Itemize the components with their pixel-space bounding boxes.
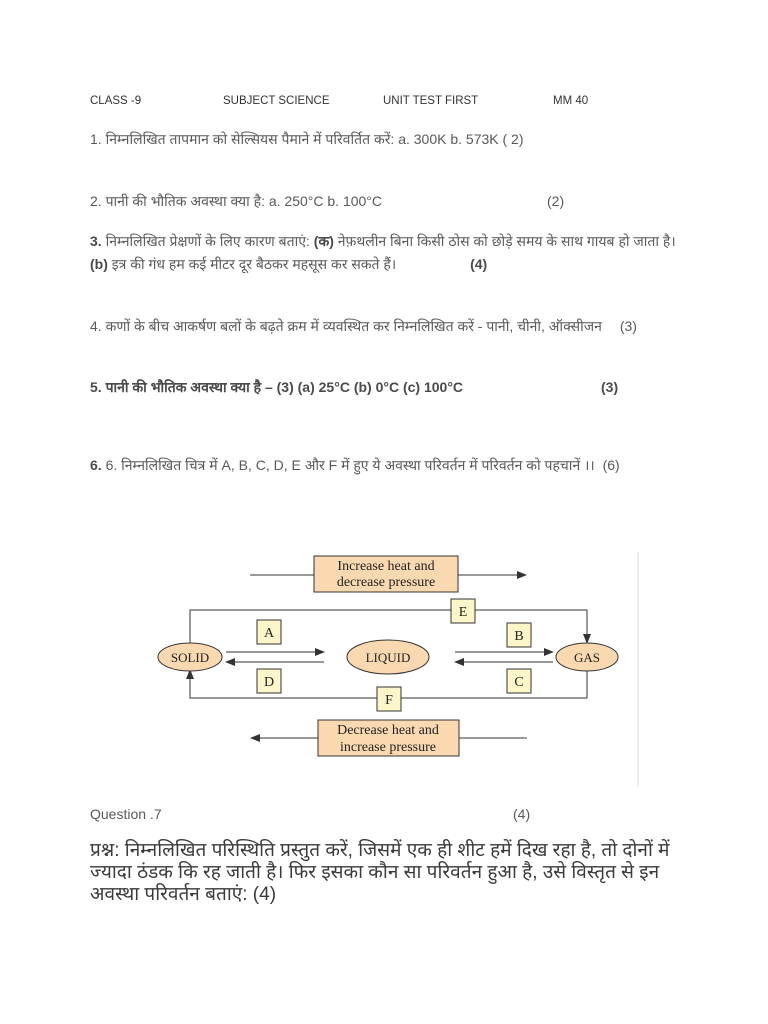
question-4-marks: (3) [619,318,637,334]
box-b-label: B [514,629,523,644]
question-6-marks: (6) [602,457,620,473]
bottom-label-box [317,719,460,757]
class-label: CLASS -9 [90,95,142,107]
box-a-label: A [264,626,275,641]
solid-ellipse [157,642,223,672]
top-label-box [313,555,459,593]
box-d-label: D [264,675,274,690]
top-label-line2: decrease pressure [337,575,435,590]
question-3: 3. निम्नलिखित प्रेक्षणों के लिए कारण बता… [90,230,690,276]
test-label: UNIT TEST FIRST [383,95,479,107]
solid-label: SOLID [171,650,209,665]
e-path [189,609,591,644]
question-6: 6. 6. निम्नलिखित चित्र में A, B, C, D, E… [90,454,690,477]
question-3-number: 3. [90,233,102,249]
gas-label: GAS [574,650,600,665]
question-3-text-a: निम्नलिखित प्रेक्षणों के लिए कारण बताएं: [101,233,314,249]
bottom-label-line1: Decrease heat and [337,723,439,738]
state-change-diagram: Increase heat and decrease pressure E F … [157,555,619,757]
bottom-label-line2: increase pressure [340,740,436,755]
question-6-number: 6. [90,457,102,473]
question-2-text: 2. पानी की भौतिक अवस्था क्या है: a. 250°… [90,193,383,209]
question-4-text: 4. कणों के बीच आकर्षण बलों के बढ़ते क्रम… [90,318,602,334]
question-7-label: Question .7 [90,806,162,822]
liquid-ellipse [346,639,430,675]
box-e [450,598,476,624]
question-3-text-b: नेफ़थलीन बिना किसी ठोस को छोड़े समय के स… [333,233,676,249]
question-7-text: प्रश्न: निम्नलिखित परिस्थिति प्रस्तुत कर… [90,840,670,905]
question-3-part-a: (क) [313,233,334,249]
question-5: 5. पानी की भौतिक अवस्था क्या है – (3) (a… [90,376,690,399]
question-5-marks: (3) [601,379,619,395]
question-3-marks: (4) [470,256,488,272]
question-6-text: 6. निम्नलिखित चित्र में A, B, C, D, E और… [101,457,595,473]
box-e-label: E [459,605,468,620]
question-2-marks: (2) [547,193,565,209]
box-b [506,622,532,648]
question-2: 2. पानी की भौतिक अवस्था क्या है: a. 250°… [90,190,690,213]
box-c-label: C [514,675,523,690]
gas-ellipse [555,642,619,672]
box-f-label: F [385,693,393,708]
top-label-line1: Increase heat and [337,559,434,574]
question-1: 1. निम्नलिखित तापमान को सेल्सियस पैमाने … [90,131,524,147]
question-3-part-b: (b) [90,256,108,272]
box-a [256,619,282,645]
question-7-marks: (4) [513,806,531,822]
liquid-label: LIQUID [366,650,411,665]
question-4: 4. कणों के बीच आकर्षण बलों के बढ़ते क्रम… [90,315,690,338]
box-d [256,668,282,694]
box-f [376,686,402,712]
box-c [506,668,532,694]
subject-label: SUBJECT SCIENCE [223,95,330,107]
question-5-text: 5. पानी की भौतिक अवस्था क्या है – (3) (a… [90,379,464,395]
max-marks-label: MM 40 [553,95,589,107]
question-3-text-c: इत्र की गंध हम कई मीटर दूर बैठकर महसूस क… [107,256,397,272]
page-divider [637,552,639,786]
